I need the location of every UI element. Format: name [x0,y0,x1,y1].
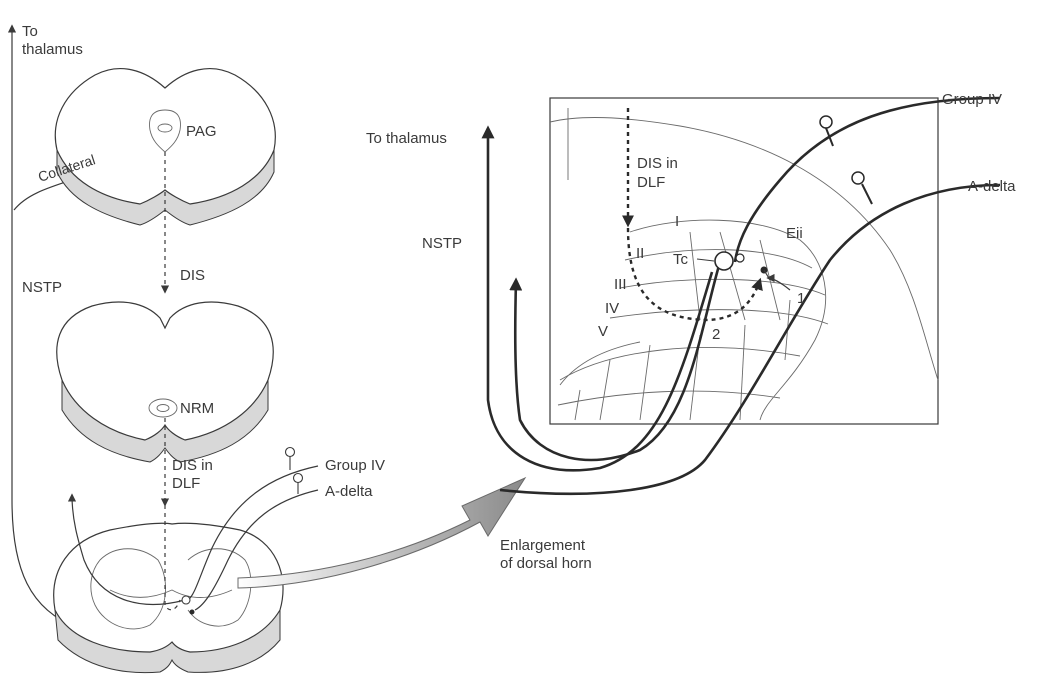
svg-text:DLF: DLF [637,174,665,191]
svg-text:DIS in: DIS in [172,457,213,474]
enlargement-line1: Enlargement [500,537,586,554]
lamina-iv-label: IV [605,300,619,317]
lamina-v-label: V [598,323,608,340]
number-1-label: 1 [797,290,805,307]
dorsal-horn-enlargement [549,97,939,425]
number-2-label: 2 [712,326,720,343]
label-group: To thalamus Collateral PAG DIS NSTP NRM … [22,23,1016,572]
lamina-i-label: I [675,213,679,230]
pag-label: PAG [186,123,217,140]
dis-in-dlf-left-line2: DLF [172,475,200,492]
dis-in-dlf-left-line1: DIS in [172,457,213,474]
tc-label: Tc [673,251,689,268]
lamina-iii-label: III [614,276,627,293]
dis-in-dlf-right-line1: DIS in [637,155,678,172]
group-iv-right-label: Group IV [942,91,1002,108]
svg-text:To: To [22,23,38,40]
dis-in-dlf-right-line2: DLF [637,174,665,191]
nstp-right-label: NSTP [422,235,462,252]
a-delta-left-label: A-delta [325,483,373,500]
svg-text:thalamus: thalamus [22,41,83,58]
a-delta-right-label: A-delta [968,178,1016,195]
svg-text:Enlargement: Enlargement [500,537,586,554]
to-thalamus-right-label: To thalamus [366,130,447,147]
to-thalamus-left-line2: thalamus [22,41,83,58]
enlargement-line2: of dorsal horn [500,555,592,572]
lamina-ii-label: II [636,245,644,262]
nstp-right-pathway [481,96,1001,496]
group-iv-left-label: Group IV [325,457,385,474]
dis-pathway-right [622,108,763,322]
enlargement-arrow [237,476,527,589]
nstp-left-label: NSTP [22,279,62,296]
left-afferents [67,446,319,615]
eii-label: Eii [786,225,803,242]
nrm-label: NRM [180,400,214,417]
dis-pathway-left [160,152,181,611]
dis-label: DIS [180,267,205,284]
svg-text:DIS in: DIS in [637,155,678,172]
svg-text:of dorsal horn: of dorsal horn [500,555,592,572]
to-thalamus-left-line1: To [22,23,38,40]
spinal-cord-section [53,522,284,674]
svg-text:DLF: DLF [172,475,200,492]
